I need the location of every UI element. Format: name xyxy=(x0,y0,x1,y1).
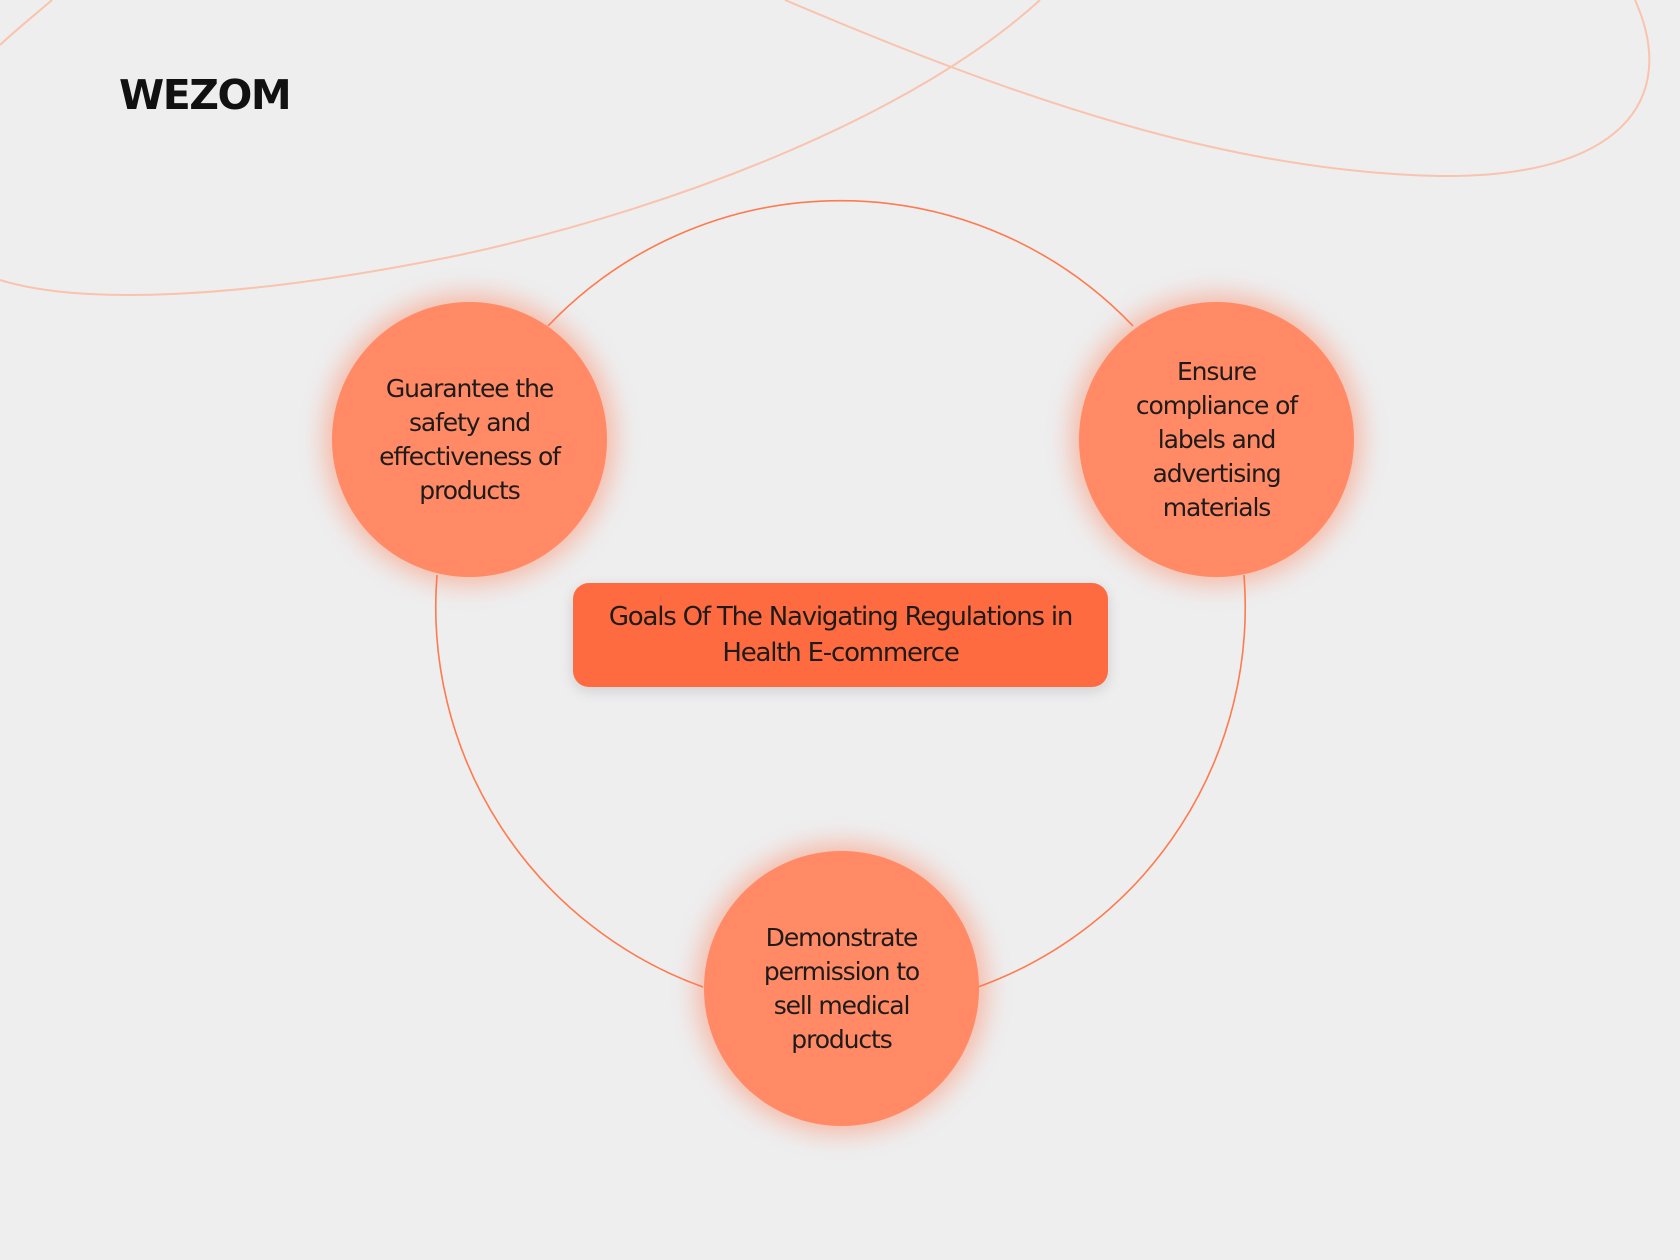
goal-node-safety: Guarantee the safety and effectiveness o… xyxy=(332,302,607,577)
goal-node-compliance: Ensure compliance of labels and advertis… xyxy=(1079,302,1354,577)
center-goal-title: Goals Of The Navigating Regulations in H… xyxy=(608,602,1074,668)
wezom-logo[interactable]: WEZOM xyxy=(119,71,319,119)
goal-node-permission: Demonstrate permission to sell medical p… xyxy=(704,851,979,1126)
goal-label-safety: Guarantee the safety and effectiveness o… xyxy=(379,373,561,505)
center-goal-box: Goals Of The Navigating Regulations in H… xyxy=(573,583,1108,687)
goal-label-permission: Demonstrate permission to sell medical p… xyxy=(763,922,920,1054)
goal-label-compliance: Ensure compliance of labels and advertis… xyxy=(1135,356,1298,522)
diagram-ring xyxy=(434,199,1247,988)
decor-curve-top-left xyxy=(0,0,53,46)
decor-curve-right xyxy=(784,0,1651,178)
decor-curve-left xyxy=(0,0,1041,296)
logo-wordmark: WEZOM xyxy=(119,74,290,118)
